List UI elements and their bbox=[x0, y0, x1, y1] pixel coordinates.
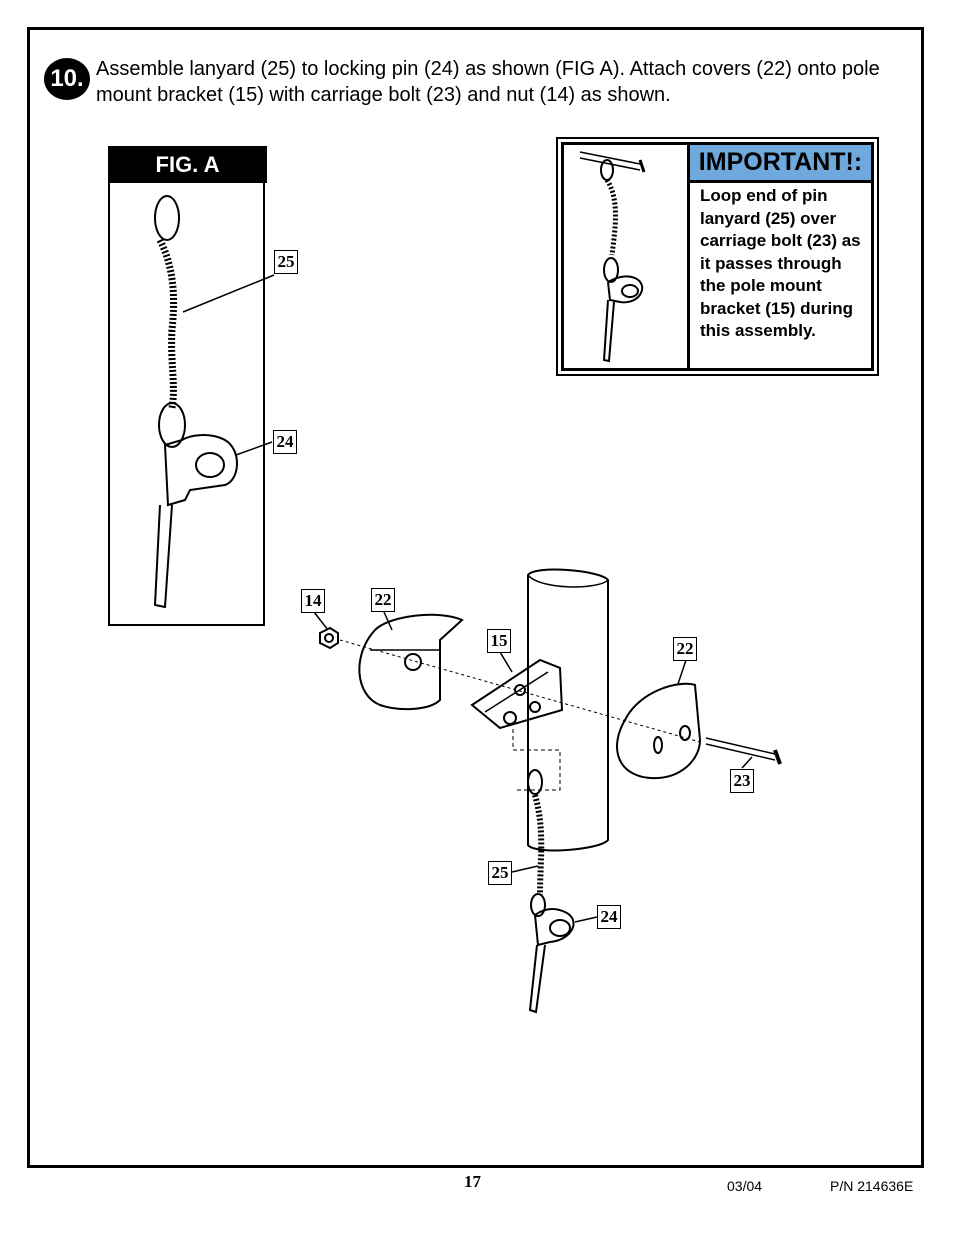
callout-cover-right: 22 bbox=[673, 637, 697, 661]
step-number-badge: 10. bbox=[44, 58, 90, 100]
callout-bolt: 23 bbox=[730, 769, 754, 793]
fig-a-callout-lanyard: 25 bbox=[274, 250, 298, 274]
important-title: IMPORTANT!: bbox=[690, 145, 871, 183]
important-lanyard-illustration bbox=[579, 151, 646, 363]
important-text: Loop end of pin lanyard (25) over carria… bbox=[700, 186, 861, 340]
pole-illustration bbox=[527, 568, 609, 852]
figure-a-title: FIG. A bbox=[108, 146, 267, 183]
assembly-lanyard-illustration bbox=[527, 769, 575, 1014]
assembly-axis-line bbox=[339, 639, 701, 743]
important-box bbox=[556, 137, 879, 376]
important-inner-border bbox=[561, 142, 874, 371]
fig-a-callout-pin: 24 bbox=[273, 430, 297, 454]
fig-a-lanyard-illustration bbox=[153, 195, 275, 609]
left-cover-illustration bbox=[358, 613, 464, 711]
part-number: P/N 214636E bbox=[830, 1178, 914, 1194]
page-number: 17 bbox=[464, 1172, 481, 1191]
nut-illustration bbox=[319, 626, 339, 650]
important-divider bbox=[687, 142, 690, 371]
right-cover-illustration bbox=[616, 682, 702, 780]
callout-cover-left: 22 bbox=[371, 588, 395, 612]
assembly-leader-lines bbox=[313, 611, 753, 923]
carriage-bolt-illustration bbox=[705, 737, 782, 765]
callout-bracket: 15 bbox=[487, 629, 511, 653]
bracket-illustration bbox=[470, 658, 564, 791]
page-frame bbox=[27, 27, 924, 1168]
revision-date: 03/04 bbox=[727, 1178, 763, 1194]
callout-lanyard: 25 bbox=[488, 861, 512, 885]
callout-pin: 24 bbox=[597, 905, 621, 929]
callout-nut: 14 bbox=[301, 589, 325, 613]
step-instructions: Assemble lanyard (25) to locking pin (24… bbox=[96, 58, 880, 106]
